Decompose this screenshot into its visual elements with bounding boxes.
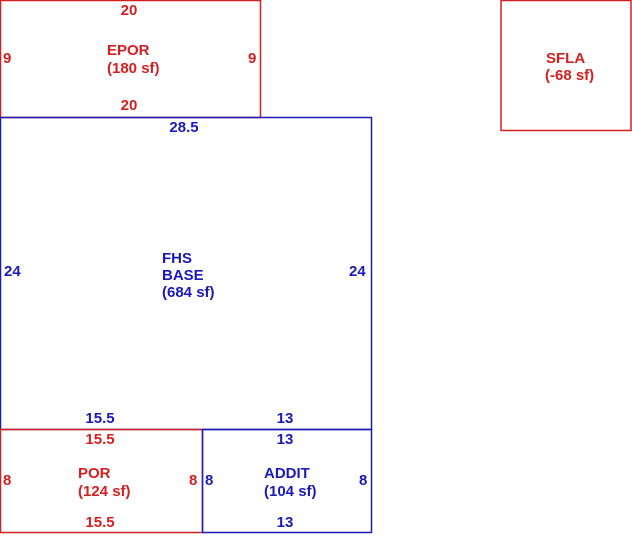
addit-outline <box>201 428 373 534</box>
base-area-label: (684 sf) <box>162 284 215 301</box>
por-area: 15.5 15.5 8 8 POR (124 sf) <box>0 428 204 534</box>
addit-area: 13 13 8 8 ADDIT (104 sf) <box>201 428 373 534</box>
sfla-outline <box>500 0 632 132</box>
por-area-label: (124 sf) <box>78 483 131 500</box>
base-bottom-right-dimension: 13 <box>277 410 294 427</box>
addit-left-dimension: 8 <box>205 472 213 489</box>
por-top-dimension: 15.5 <box>85 431 114 448</box>
base-right-dimension: 24 <box>349 263 366 280</box>
epor-right-dimension: 9 <box>248 50 256 67</box>
por-right-dimension: 8 <box>189 472 197 489</box>
base-label-line1: FHS <box>162 250 192 267</box>
epor-bottom-dimension: 20 <box>121 97 138 114</box>
base-top-dimension: 28.5 <box>169 119 198 136</box>
addit-bottom-dimension: 13 <box>277 514 294 531</box>
base-area: 28.5 24 24 15.5 13 FHS BASE (684 sf) <box>0 116 373 431</box>
addit-right-dimension: 8 <box>359 472 367 489</box>
addit-top-dimension: 13 <box>277 431 294 448</box>
sfla-label: SFLA <box>546 50 585 67</box>
epor-area-label: (180 sf) <box>107 60 160 77</box>
sfla-area-label: (-68 sf) <box>545 67 594 84</box>
epor-top-dimension: 20 <box>121 2 138 19</box>
epor-label: EPOR <box>107 42 150 59</box>
base-label-line2: BASE <box>162 267 204 284</box>
base-left-dimension: 24 <box>4 263 21 280</box>
base-bottom-left-dimension: 15.5 <box>85 410 114 427</box>
por-left-dimension: 8 <box>3 472 11 489</box>
addit-area-label: (104 sf) <box>264 483 317 500</box>
sfla-area: SFLA (-68 sf) <box>500 0 632 132</box>
epor-area: 20 20 9 9 EPOR (180 sf) <box>0 0 262 119</box>
epor-left-dimension: 9 <box>3 50 11 67</box>
por-label: POR <box>78 465 111 482</box>
por-bottom-dimension: 15.5 <box>85 514 114 531</box>
addit-label: ADDIT <box>264 465 310 482</box>
